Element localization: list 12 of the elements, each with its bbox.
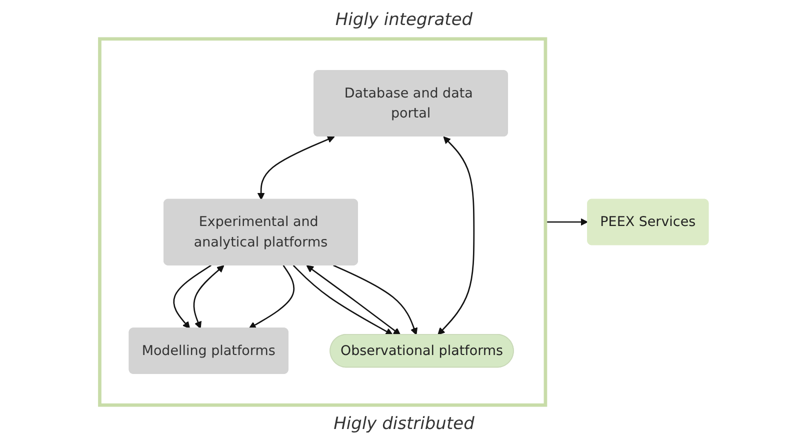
arrow [438,136,475,336]
annotation-text: Higly distributed [334,414,474,434]
arrow [292,264,393,336]
arrow [545,218,588,226]
cluster [98,37,548,407]
arrow [306,265,401,336]
annotation-text: Higly integrated [335,10,473,30]
arrow [257,136,335,200]
arrow [333,264,418,336]
arrow [248,264,295,329]
arrow [173,264,212,329]
arrow [193,265,224,329]
